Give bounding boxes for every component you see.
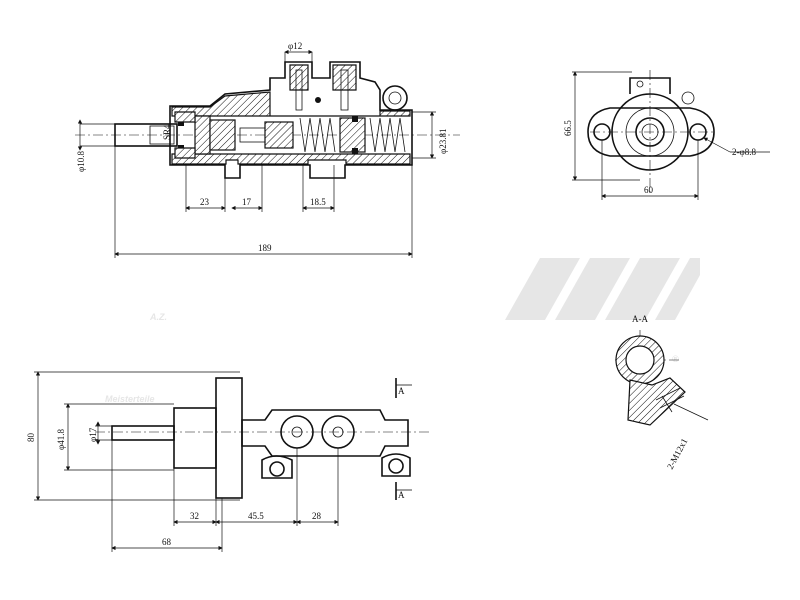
- watermark-registered-mark: ®: [672, 354, 679, 364]
- dim-68: 68: [162, 537, 172, 547]
- dim-17: 17: [242, 197, 252, 207]
- section-title: A-A: [632, 314, 648, 324]
- dim-sr4: SR4: [162, 124, 172, 140]
- dim-d12: φ12: [288, 41, 302, 51]
- dim-d41-8: φ41.8: [56, 429, 66, 450]
- dim-d10-8: φ10.8: [76, 151, 86, 172]
- dim-60: 60: [644, 185, 654, 195]
- bottom-plan-view: 80 φ41.8 φ17 32 45.5 28 68 A A: [26, 371, 430, 552]
- dim-holes: 2-φ8.8: [732, 147, 756, 157]
- dim-d17: φ17: [88, 427, 98, 442]
- watermark: A.Z. Meisterteile ®: [105, 258, 700, 404]
- dim-28: 28: [312, 511, 322, 521]
- dim-189: 189: [258, 243, 272, 253]
- dim-66-5: 66.5: [563, 120, 573, 136]
- dim-18-5: 18.5: [310, 197, 326, 207]
- end-view: 66.5 60 2-φ8.8: [563, 70, 770, 200]
- dim-80: 80: [26, 433, 36, 443]
- dim-23: 23: [200, 197, 210, 207]
- top-section-view: φ12 SR4 φ10.8 φ23.81 23 17 18.5 189: [75, 41, 460, 258]
- watermark-brand-meisterteile: Meisterteile: [105, 394, 155, 404]
- section-mark-bottom: A: [398, 490, 405, 500]
- watermark-stripes: [505, 258, 700, 320]
- dim-45-5: 45.5: [248, 511, 264, 521]
- dim-32: 32: [190, 511, 199, 521]
- section-a-a-view: A-A 2-M12x1: [615, 314, 709, 471]
- dim-thread: 2-M12x1: [665, 437, 690, 471]
- dim-d23-81: φ23.81: [438, 129, 448, 154]
- watermark-brand-az: A.Z.: [149, 312, 167, 322]
- section-mark-top: A: [398, 386, 405, 396]
